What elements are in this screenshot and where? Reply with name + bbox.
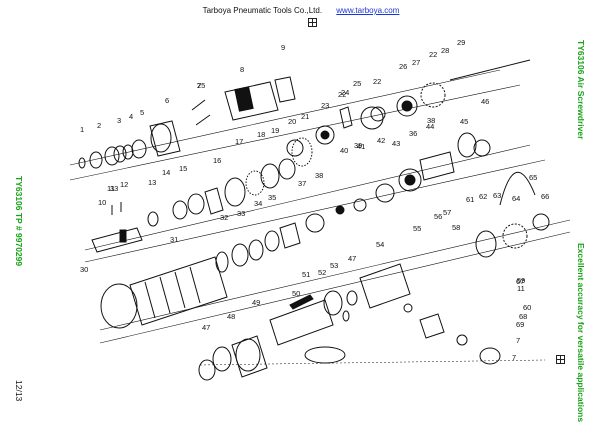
part-number-label: 32 — [220, 213, 228, 222]
part-number-label: 18 — [257, 130, 265, 139]
part-number-label: 59 — [517, 276, 525, 285]
bottom-assembly-line — [199, 359, 546, 366]
part-number-label: 56 — [434, 212, 442, 221]
part-number-label: 52 — [318, 268, 326, 277]
part-number-label: 49 — [252, 298, 260, 307]
part-number-label: 38 — [427, 116, 435, 125]
part-number-label: 38 — [315, 171, 323, 180]
part-number-label: 20 — [288, 117, 296, 126]
part-group-bottom — [198, 294, 350, 381]
website-link[interactable]: www.tarboya.com — [336, 6, 400, 15]
part-number-label: 43 — [392, 139, 400, 148]
middle-assembly-line-2 — [84, 159, 546, 263]
part-number-label: 17 — [235, 137, 243, 146]
part-number-label: 15 — [179, 164, 187, 173]
part-number-label: 40 — [340, 146, 348, 155]
part-number-label: 31 — [170, 235, 178, 244]
part-number-label: 51 — [302, 270, 310, 279]
part-number-label: 22 — [338, 90, 346, 99]
part-number-label: 65 — [529, 173, 537, 182]
crosshair-icon[interactable] — [556, 355, 565, 364]
company-name: Tarboya Pneumatic Tools Co.,Ltd. — [202, 6, 323, 15]
part-number-label: 53 — [330, 261, 338, 270]
part-number-label: 42 — [377, 136, 385, 145]
part-number-label: 39 — [354, 141, 362, 150]
part-number-label: 44 — [426, 122, 434, 131]
part-number-label: 33 — [110, 184, 118, 193]
part-number-label: 54 — [376, 240, 384, 249]
part-number-label: 5 — [140, 108, 144, 117]
part-number-label: 50 — [292, 289, 300, 298]
part-number-label: 63 — [493, 191, 501, 200]
part-number-label: 19 — [271, 126, 279, 135]
part-number-label: 14 — [162, 168, 170, 177]
part-number-label: 48 — [227, 312, 235, 321]
part-number-label: 36 — [409, 129, 417, 138]
part-number-label: 64 — [512, 194, 520, 203]
part-number-label: 11 — [107, 184, 115, 193]
part-number-label: 61 — [466, 195, 474, 204]
part-number-label: 46 — [481, 97, 489, 106]
part-number-label: 68 — [519, 312, 527, 321]
part-number-label: 7 — [516, 336, 520, 345]
part-number-label: 21 — [301, 112, 309, 121]
lower-assembly-line — [99, 219, 571, 331]
part-number-label: 6 — [165, 96, 169, 105]
part-number-label: 12 — [120, 180, 128, 189]
part-number-label: 1 — [80, 125, 84, 134]
part-number-label: 57 — [443, 208, 451, 217]
part-number-label: 22 — [373, 77, 381, 86]
part-group-lower — [100, 172, 550, 365]
part-number-label: 25 — [353, 79, 361, 88]
part-number-label: 30 — [80, 265, 88, 274]
part-number-label: 9 — [281, 43, 285, 52]
part-number-label: 69 — [516, 320, 524, 329]
part-number-label: 37 — [298, 179, 306, 188]
part-number-label: 4 — [129, 112, 133, 121]
part-number-label: 62 — [479, 192, 487, 201]
part-number-label: 28 — [441, 46, 449, 55]
page-header: Tarboya Pneumatic Tools Co.,Ltd. www.tar… — [0, 6, 602, 15]
part-number-label: 41 — [357, 142, 365, 151]
part-group-upper — [78, 59, 531, 169]
part-number-label: 23 — [321, 101, 329, 110]
part-number-label: 34 — [254, 199, 262, 208]
part-number-label: 10 — [98, 198, 106, 207]
upper-assembly-line-2 — [69, 84, 521, 181]
part-number-label: 47 — [202, 323, 210, 332]
part-number-label: 16 — [213, 156, 221, 165]
part-number-label: 7 — [512, 353, 516, 362]
part-number-label: 60 — [523, 303, 531, 312]
part-number-label: 7 — [197, 81, 201, 90]
lower-assembly-line-2 — [99, 231, 571, 344]
part-number-label: 33 — [237, 209, 245, 218]
part-number-label: 22 — [429, 50, 437, 59]
part-number-label: 3 — [117, 116, 121, 125]
part-number-label: 13 — [148, 178, 156, 187]
part-number-label: 26 — [399, 62, 407, 71]
part-number-label: 67 — [516, 277, 524, 286]
part-number-label: 2 — [97, 121, 101, 130]
part-number-label: 25 — [197, 81, 205, 90]
part-number-label: 11 — [517, 284, 525, 293]
upper-assembly-line — [69, 69, 501, 166]
part-number-label: 35 — [268, 193, 276, 202]
part-number-label: 45 — [460, 117, 468, 126]
part-number-label: 24 — [341, 88, 349, 97]
part-number-label: 8 — [240, 65, 244, 74]
part-number-label: 27 — [412, 58, 420, 67]
crosshair-icon[interactable] — [308, 18, 317, 27]
part-number-label: 29 — [457, 38, 465, 47]
part-number-label: 66 — [541, 192, 549, 201]
part-group-middle — [91, 132, 491, 253]
part-number-label: 47 — [348, 254, 356, 263]
part-number-label: 58 — [452, 223, 460, 232]
middle-assembly-line — [84, 144, 531, 251]
part-number-label: 55 — [413, 224, 421, 233]
